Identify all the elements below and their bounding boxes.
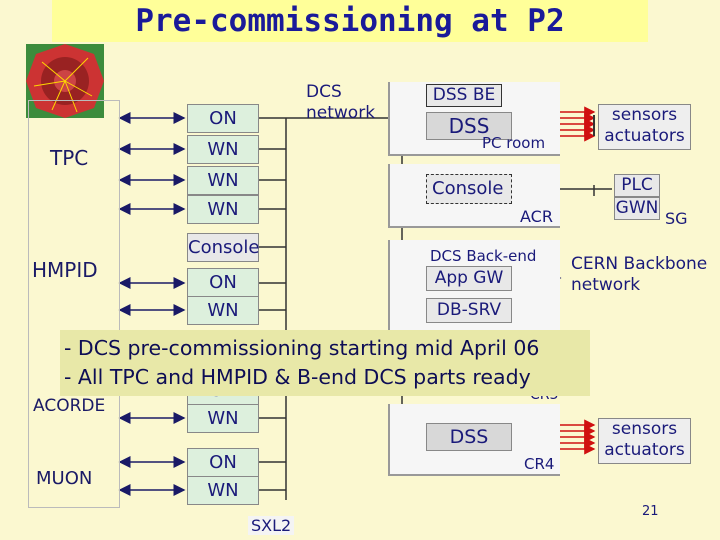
dcs-network-label: DCS network — [306, 82, 376, 123]
alice-logo-icon — [26, 44, 104, 118]
plc-box: PLC — [614, 174, 660, 197]
detector-frame — [28, 100, 120, 508]
status-banner: - DCS pre-commissioning starting mid Apr… — [60, 330, 590, 396]
acr-label: ACR — [520, 207, 553, 226]
detector-hmpid: HMPID — [32, 258, 98, 282]
sg-label: SG — [665, 209, 688, 228]
page-title: Pre-commissioning at P2 — [52, 0, 648, 42]
muon-channel-on: ON — [187, 448, 259, 477]
sensors-actuators-top: sensors actuators — [598, 104, 691, 150]
detector-muon: MUON — [36, 468, 93, 489]
acr-console-label: Console — [432, 178, 504, 199]
muon-channel-wn: WN — [187, 476, 259, 505]
cr4-label: CR4 — [524, 455, 555, 473]
dss-be-box: DSS BE — [426, 84, 502, 107]
page-number: 21 — [642, 504, 659, 519]
acorde-channel-wn: WN — [187, 404, 259, 433]
detector-acorde: ACORDE — [33, 396, 106, 416]
banner-line-2: - All TPC and HMPID & B-end DCS parts re… — [64, 365, 531, 389]
tpc-channel-wn-2: WN — [187, 166, 259, 195]
tpc-channel-wn-1: WN — [187, 135, 259, 164]
acr-console-box — [426, 174, 512, 204]
sensors-actuators-bottom: sensors actuators — [598, 418, 691, 464]
hmpid-channel-on: ON — [187, 268, 259, 297]
banner-line-1: - DCS pre-commissioning starting mid Apr… — [64, 336, 540, 360]
backend-title: DCS Back-end — [430, 247, 537, 265]
cr4-dss-box: DSS — [426, 423, 512, 451]
sxl2-label: SXL2 — [248, 516, 295, 535]
console-cell: Console — [187, 233, 259, 262]
pc-room-label: PC room — [482, 134, 546, 152]
tpc-channel-wn-3: WN — [187, 195, 259, 224]
tpc-channel-on: ON — [187, 104, 259, 133]
hmpid-channel-wn: WN — [187, 296, 259, 325]
gwn-box: GWN — [614, 197, 660, 220]
dss-box: DSS — [426, 112, 512, 140]
app-gw-box: App GW — [426, 266, 512, 291]
detector-tpc: TPC — [50, 146, 89, 170]
db-srv-box: DB-SRV — [426, 298, 512, 323]
cern-backbone-label: CERN Backbone network — [571, 254, 708, 295]
